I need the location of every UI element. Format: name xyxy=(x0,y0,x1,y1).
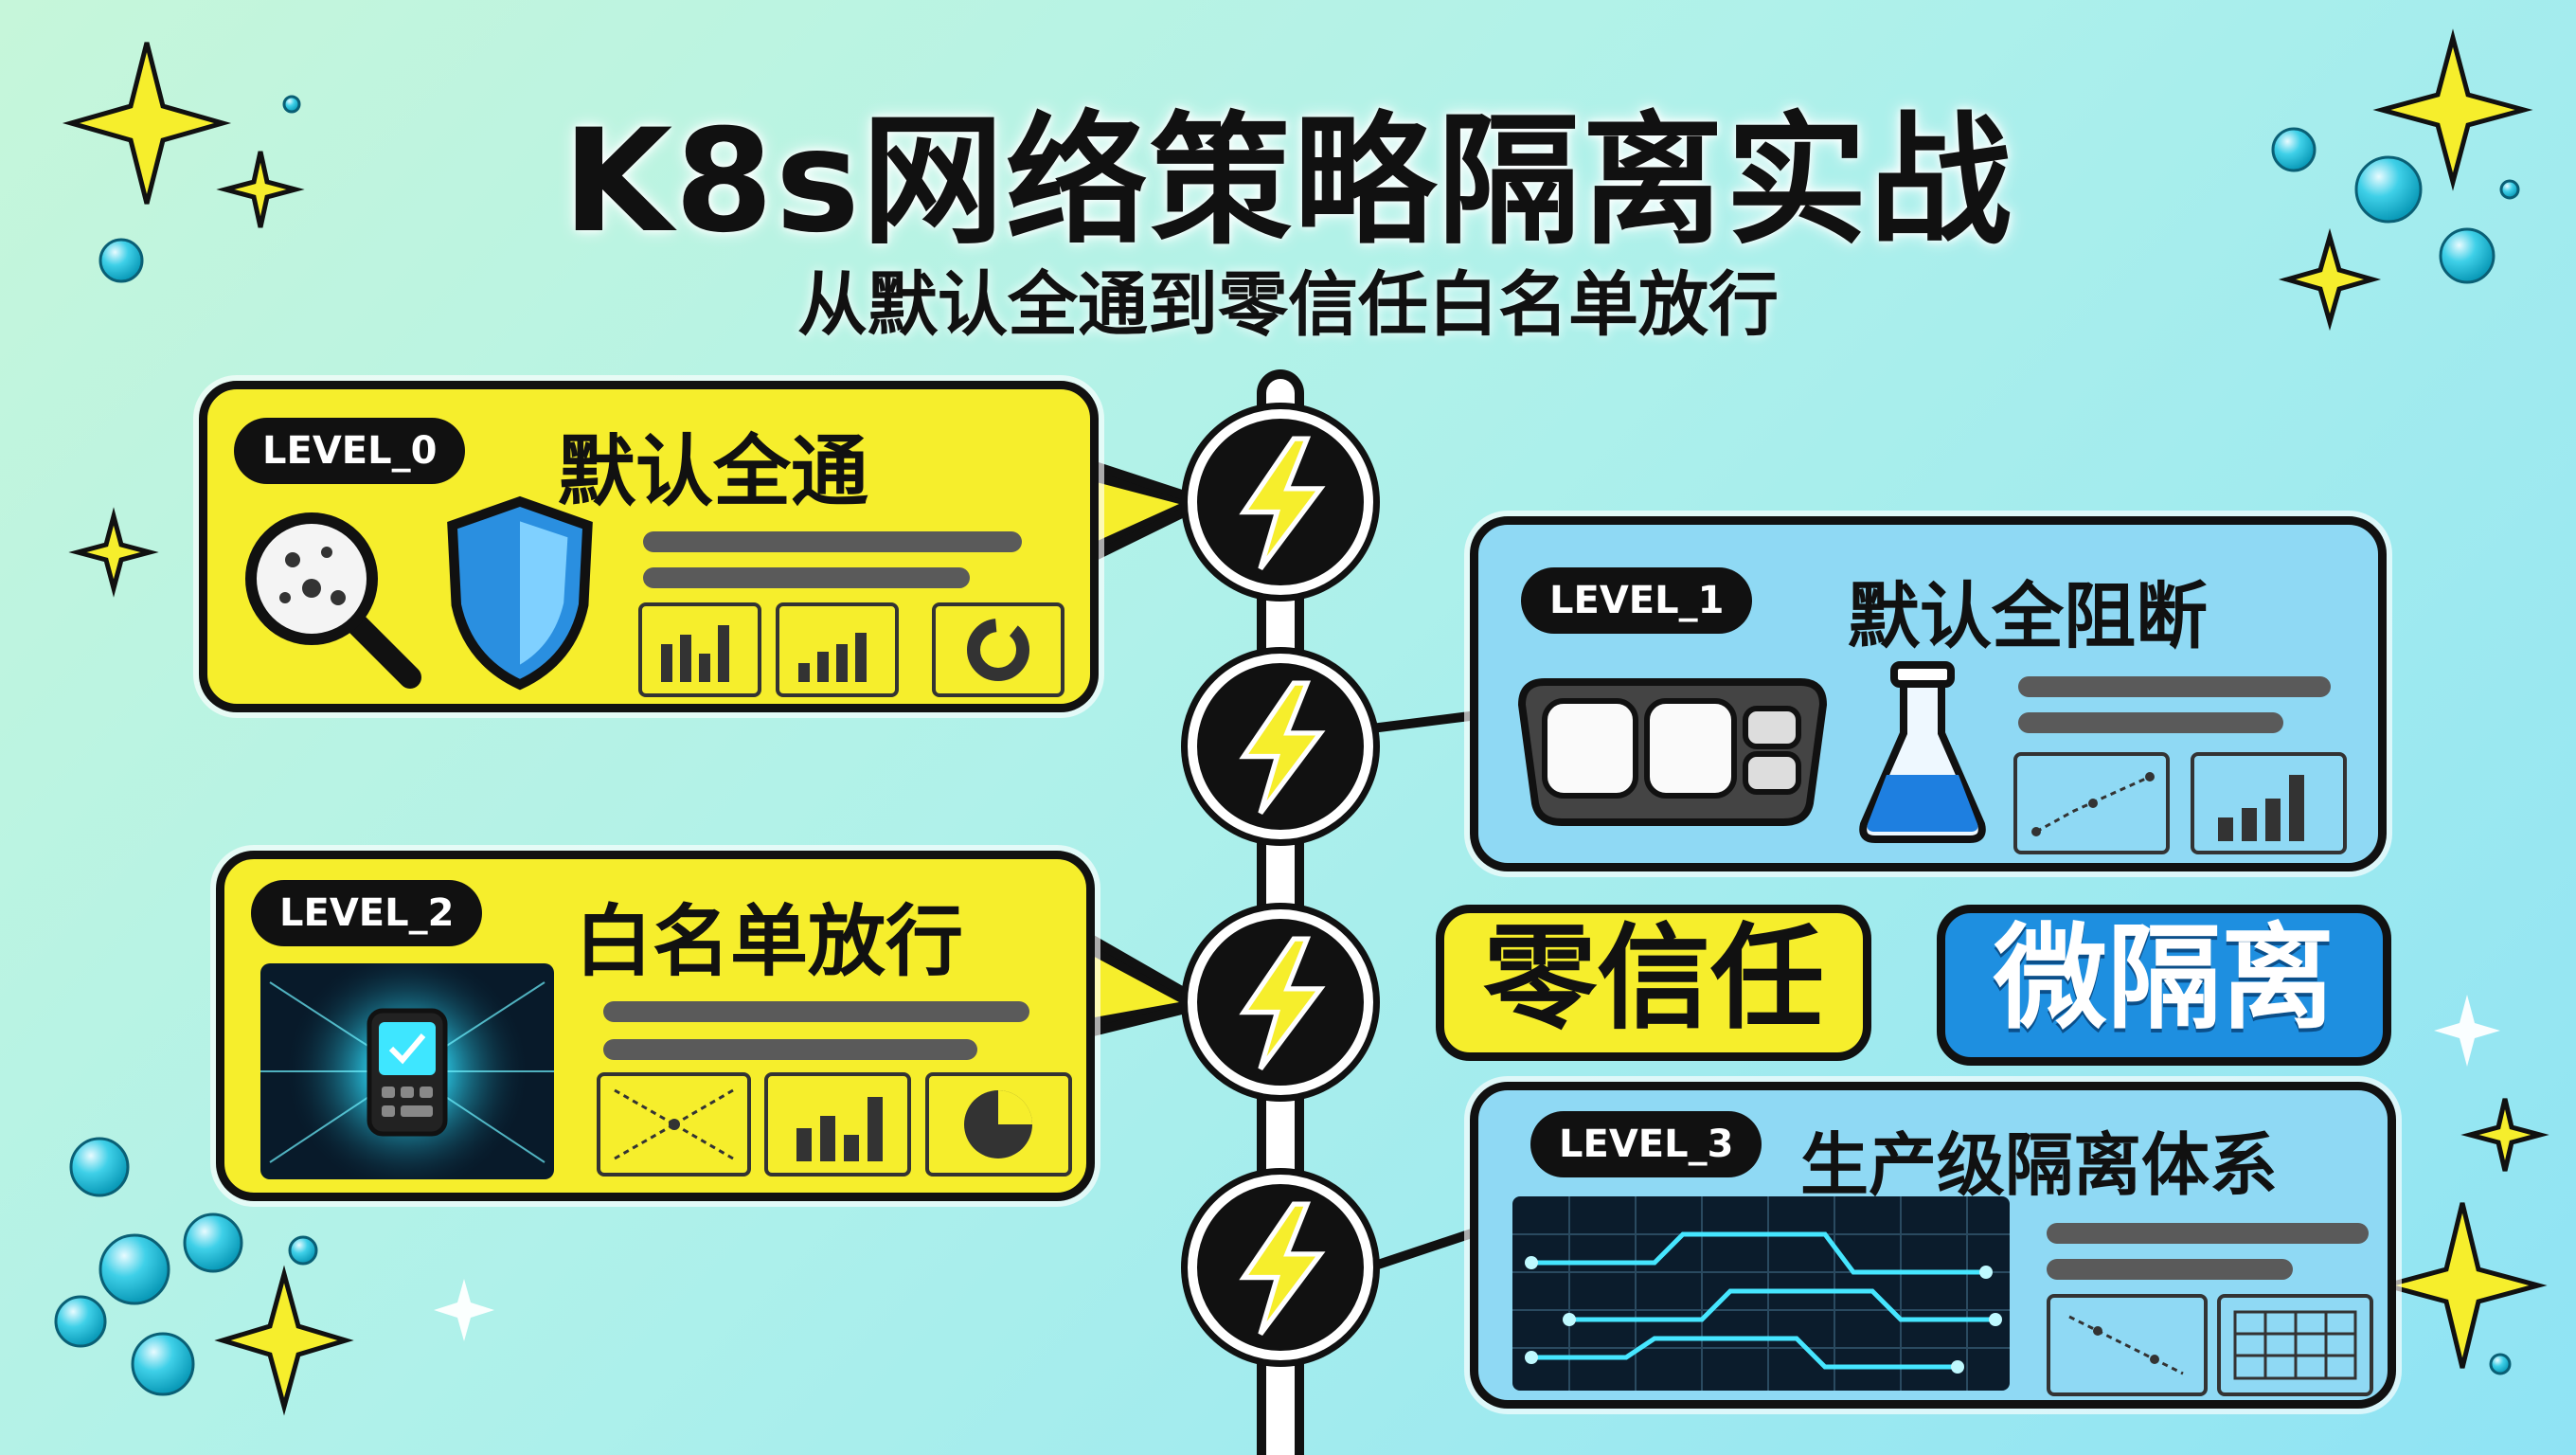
flask-icon xyxy=(1859,661,1986,843)
level-card-1: LEVEL_1 默认全阻断 xyxy=(1470,516,2387,871)
level-card-0: LEVEL_0 默认全通 xyxy=(199,381,1099,712)
bubble-icon xyxy=(54,95,2520,1396)
secure-device-icon xyxy=(260,963,554,1179)
text-line xyxy=(603,1039,977,1060)
timeline-node-0 xyxy=(1188,409,1373,595)
timeline-node-1 xyxy=(1188,654,1373,839)
zero-trust-tag: 零信任 xyxy=(1436,905,1871,1061)
text-line xyxy=(2047,1259,2293,1280)
scatter-chart-icon xyxy=(2013,752,2170,854)
donut-chart-icon xyxy=(932,602,1064,697)
level-badge: LEVEL_2 xyxy=(251,880,483,946)
level-card-3: LEVEL_3 生产级隔离体系 xyxy=(1470,1082,2396,1409)
timeline-node-2 xyxy=(1188,909,1373,1095)
lightning-icon xyxy=(1239,1201,1326,1336)
text-line xyxy=(643,567,970,588)
magnifier-bug-icon xyxy=(245,512,421,689)
sparkle-icon xyxy=(62,28,2549,1416)
level-badge: LEVEL_0 xyxy=(234,418,466,484)
shield-icon xyxy=(447,495,593,691)
bar-chart-icon xyxy=(638,602,761,697)
lightning-icon xyxy=(1239,936,1326,1070)
table-grid-icon xyxy=(2217,1294,2373,1396)
level-title: 默认全阻断 xyxy=(1848,574,2208,658)
micro-isolation-tag: 微隔离 xyxy=(1937,905,2391,1066)
text-line xyxy=(603,1001,1029,1022)
bar-chart-icon xyxy=(764,1072,911,1177)
text-line xyxy=(2047,1223,2369,1244)
level-badge: LEVEL_1 xyxy=(1521,567,1753,634)
text-line xyxy=(2018,676,2331,697)
lightning-icon xyxy=(1239,680,1326,815)
text-line xyxy=(643,531,1022,552)
circuit-board-icon xyxy=(1512,1196,2010,1391)
level-title: 白名单放行 xyxy=(575,897,964,987)
text-line xyxy=(2018,712,2283,733)
pie-chart-icon xyxy=(925,1072,1072,1177)
tray-icon xyxy=(1517,678,1828,826)
bar-chart-icon xyxy=(776,602,899,697)
level-badge: LEVEL_3 xyxy=(1530,1111,1762,1177)
bar-chart-icon xyxy=(2191,752,2347,854)
page-title: K8s网络策略隔离实战 xyxy=(563,99,2013,264)
page-subtitle: 从默认全通到零信任白名单放行 xyxy=(797,264,1779,346)
network-graph-icon xyxy=(597,1072,751,1177)
lightning-icon xyxy=(1239,436,1326,570)
scatter-chart-icon xyxy=(2047,1294,2208,1396)
level-card-2: LEVEL_2 白名单放行 xyxy=(216,851,1095,1201)
level-title: 生产级隔离体系 xyxy=(1800,1125,2279,1205)
timeline-node-3 xyxy=(1188,1175,1373,1360)
level-title: 默认全通 xyxy=(558,427,869,517)
